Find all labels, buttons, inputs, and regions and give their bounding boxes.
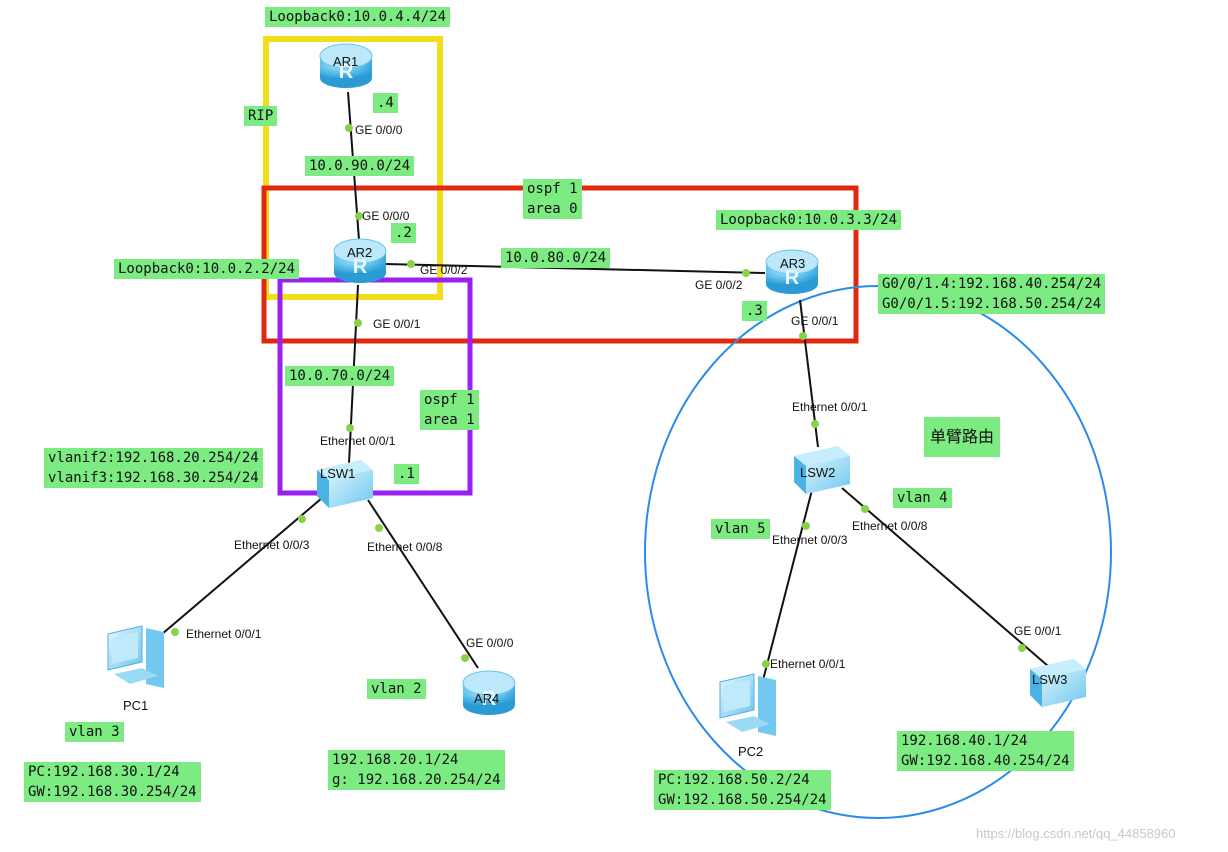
port-dot [802,522,810,530]
links [154,91,1049,685]
router-icon[interactable]: R [462,670,516,715]
port-dot [799,332,807,340]
device-label-lsw3: LSW3 [1032,672,1068,687]
port-dot [346,424,354,432]
net-90-label: 10.0.90.0/24 [305,156,415,176]
device-label-ar1: AR1 [333,54,359,69]
router-icon[interactable]: R [319,43,373,88]
device-label-ar3: AR3 [780,256,806,271]
net-80-label: 10.0.80.0/24 [501,248,611,268]
lsw1-host-label: .1 [394,464,419,484]
link-lsw1-ar4 [367,499,479,669]
ar3-host-label: .3 [742,301,767,321]
port-dot [742,269,750,277]
pc-icon[interactable] [719,673,776,736]
device-label-lsw1: LSW1 [320,466,356,481]
port-dot [861,505,869,513]
svg-text:R: R [339,61,354,83]
port-dots [171,124,1026,668]
port-dot [375,524,383,532]
vlan5-label: vlan 5 [711,519,770,539]
port-label: GE 0/0/1 [791,314,839,328]
port-label: Ethernet 0/0/3 [772,533,848,547]
rip-label: RIP [244,106,278,126]
port-label: Ethernet 0/0/8 [367,540,443,554]
switch-icon[interactable] [317,460,373,508]
ospf-area1-box [277,277,473,496]
ar2-host-label: .2 [391,223,416,243]
watermark: https://blog.csdn.net/qq_44858960 [976,826,1176,841]
device-label-lsw2: LSW2 [800,465,836,480]
port-label: Ethernet 0/0/3 [234,538,310,552]
svg-text:R: R [353,256,368,278]
port-dot [407,260,415,268]
ar2-loopback-label: Loopback0:10.0.2.2/24 [114,259,300,279]
port-label: GE 0/0/2 [695,278,743,292]
router-icon[interactable]: R [765,249,819,294]
vlan2-label: vlan 2 [367,679,426,699]
port-dot [355,212,363,220]
device-label-ar4: AR4 [474,691,500,706]
port-label: Ethernet 0/0/1 [770,657,846,671]
svg-text:R: R [482,688,497,710]
ar3-loopback-label: Loopback0:10.0.3.3/24 [716,210,902,230]
switch-icon[interactable] [1030,659,1086,707]
device-label-pc2: PC2 [738,744,764,759]
switch-icon[interactable] [794,446,850,494]
port-label: GE 0/0/1 [1014,624,1062,638]
port-label: Ethernet 0/0/8 [852,519,928,533]
router-icon[interactable]: R [333,238,387,283]
device-label-ar2: AR2 [347,245,373,260]
vlan4-label: vlan 4 [893,488,952,508]
port-dot [811,420,819,428]
port-dot [762,660,770,668]
link-lsw1-pc1 [154,497,323,641]
port-label: GE 0/0/0 [362,209,410,223]
svg-text:R: R [785,267,800,289]
net-70-label: 10.0.70.0/24 [285,366,395,386]
port-label: GE 0/0/0 [355,123,403,137]
single-arm-label: 单臂路由 [924,417,1001,457]
port-label: GE 0/0/2 [420,263,468,277]
ar1-host-label: .4 [373,93,398,113]
link-lsw2-pc2 [761,489,813,685]
port-dot [298,515,306,523]
port-dot [1018,644,1026,652]
device-label-pc1: PC1 [123,698,149,713]
port-label: Ethernet 0/0/1 [792,400,868,414]
port-dot [345,124,353,132]
port-label: GE 0/0/0 [466,636,514,650]
pc-icon[interactable] [107,625,164,688]
ar1-loopback-label: Loopback0:10.0.4.4/24 [265,7,451,27]
port-dot [171,628,179,636]
port-label: Ethernet 0/0/1 [320,434,396,448]
port-label: GE 0/0/1 [373,317,421,331]
port-dot [354,319,362,327]
link-ar2-ar3 [384,263,766,274]
rip-area-box [263,36,443,300]
vlan3-label: vlan 3 [65,722,124,742]
port-dot [461,654,469,662]
link-lsw2-lsw3 [841,487,1049,667]
port-label: Ethernet 0/0/1 [186,627,262,641]
